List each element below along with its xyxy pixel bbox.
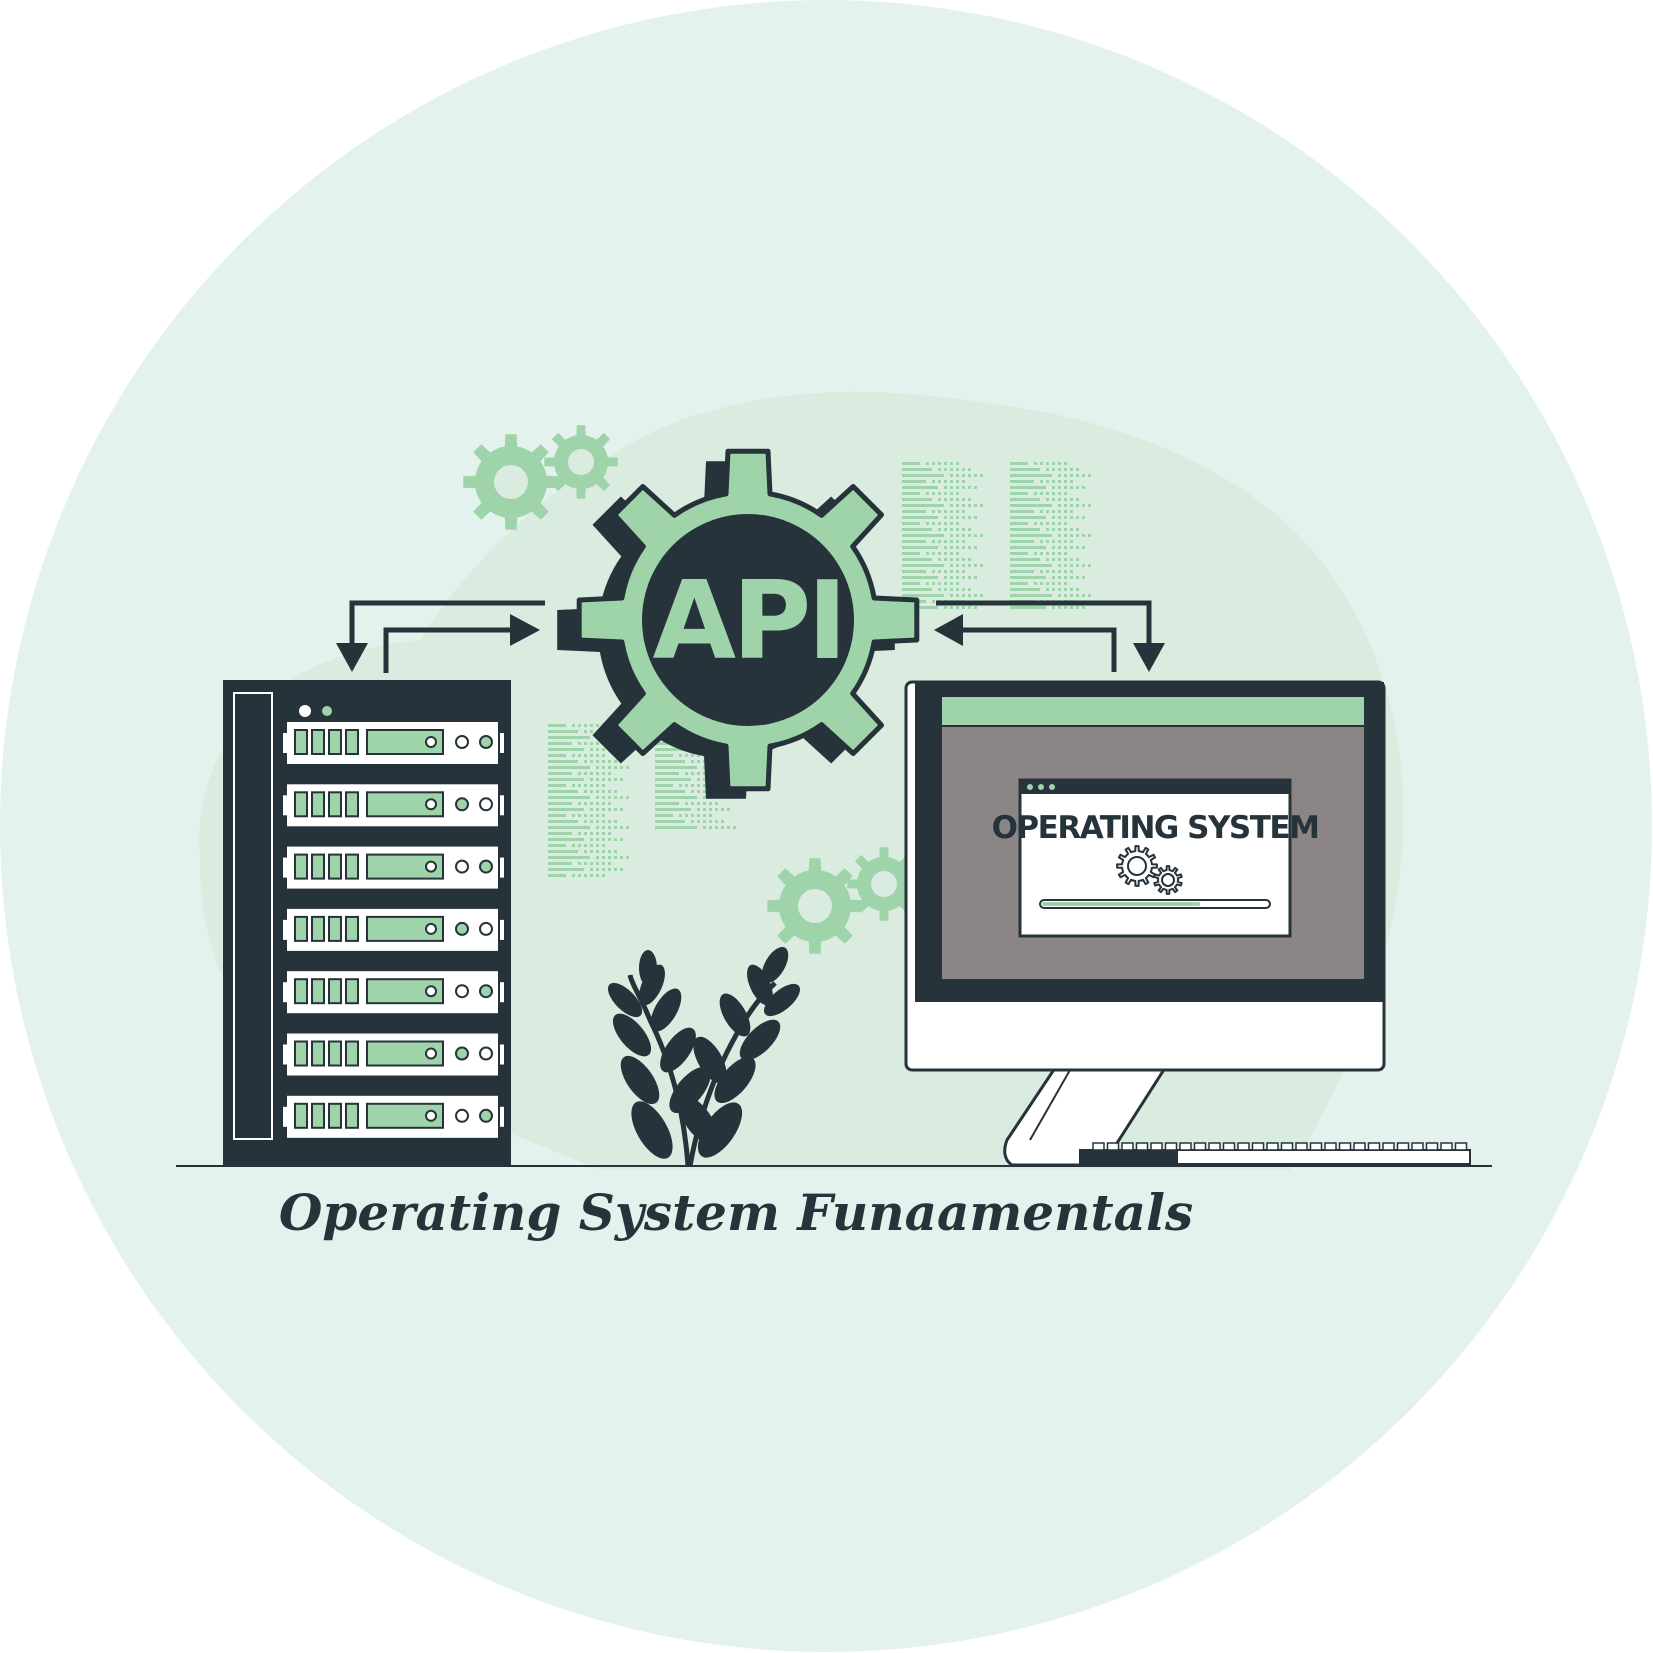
os-window: OPERATING SYSTEM	[992, 778, 1320, 938]
server-unit	[283, 1095, 504, 1138]
small-gears-top	[463, 425, 618, 530]
arrow-icon	[336, 643, 368, 672]
gear-icon	[767, 858, 863, 954]
code-lines-decoration	[548, 462, 1091, 877]
server-unit	[283, 971, 504, 1014]
gear-icon	[847, 847, 921, 921]
server-unit	[283, 846, 504, 889]
keyboard-icon	[1079, 1142, 1471, 1165]
server-unit	[283, 1033, 504, 1076]
small-gears-middle	[767, 847, 921, 954]
monitor-icon: OPERATING SYSTEM	[904, 680, 1386, 1167]
server-unit	[283, 722, 504, 764]
api-label: API	[653, 559, 844, 684]
server-unit	[283, 784, 504, 827]
caption: Operating System Funaamentals	[279, 1183, 1193, 1242]
server-rack-icon	[223, 680, 511, 1166]
arrow-icon	[936, 600, 1152, 672]
arrow-icon	[1133, 643, 1165, 672]
arrow-icon	[934, 614, 963, 646]
gear-icon	[1153, 865, 1183, 895]
window-title: OPERATING SYSTEM	[992, 810, 1319, 846]
gear-icon	[463, 434, 559, 530]
server-unit	[283, 908, 504, 951]
gear-icon	[544, 425, 618, 499]
arrow-icon	[510, 614, 540, 646]
gear-icon	[1116, 845, 1158, 887]
arrow-icon	[349, 600, 545, 673]
api-gear-icon: API	[557, 448, 920, 799]
progress-bar	[1039, 899, 1271, 909]
plant-icon	[607, 946, 801, 1167]
